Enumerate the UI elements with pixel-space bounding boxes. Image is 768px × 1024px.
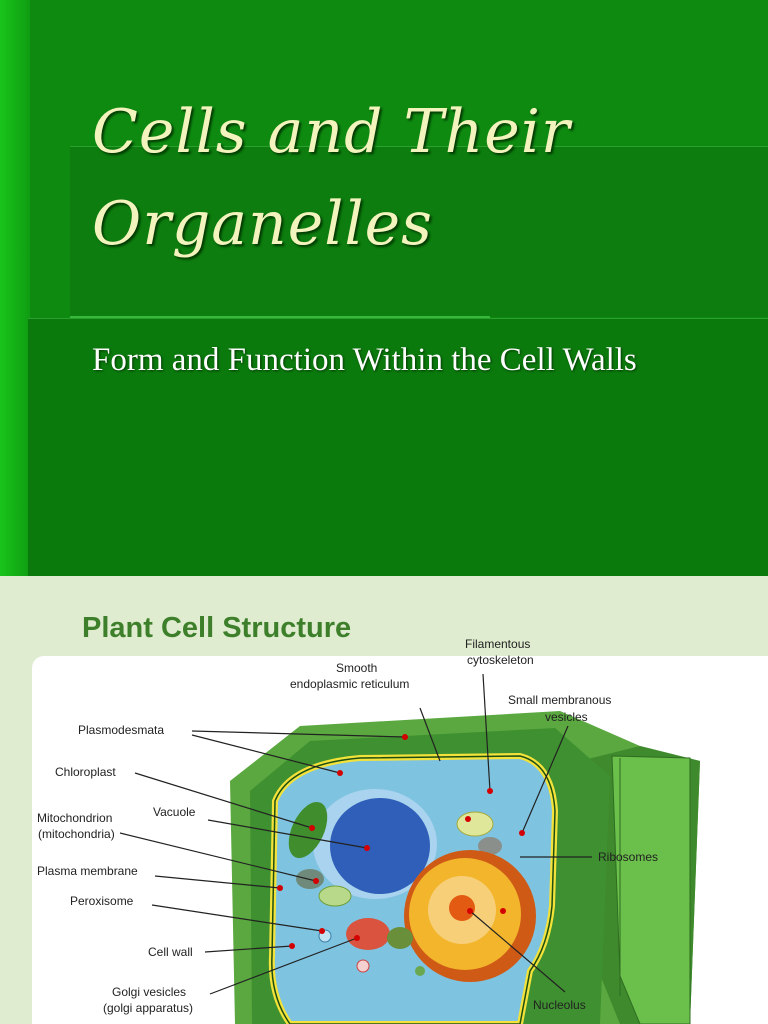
- mitochondrion-shape: [318, 885, 352, 907]
- subtitle-band: [28, 318, 768, 576]
- label-smooth: Smooth: [336, 661, 377, 675]
- diagram-heading: Plant Cell Structure: [82, 612, 352, 644]
- label-mitochondrion: Mitochondrion: [37, 811, 112, 825]
- left-accent-bar: [0, 0, 30, 576]
- label-filamentous: Filamentous: [465, 637, 530, 651]
- label-peroxisome: Peroxisome: [70, 894, 134, 908]
- label-cytoskeleton: cytoskeleton: [467, 653, 534, 667]
- chloroplast-shape: [288, 801, 328, 859]
- golgi-shape: [318, 918, 425, 976]
- label-ribosomes: Ribosomes: [598, 850, 658, 864]
- label-plasma-membrane: Plasma membrane: [37, 864, 138, 878]
- label-vesicles: vesicles: [545, 710, 588, 724]
- label-small-membranous: Small membranous: [508, 693, 611, 707]
- label-mitochondria: (mitochondria): [38, 827, 115, 841]
- plant-cell-diagram: Filamentous cytoskeleton Smooth endoplas…: [37, 637, 700, 1024]
- title-band: [70, 146, 768, 317]
- label-chloroplast: Chloroplast: [55, 765, 116, 779]
- label-endoplasmic-reticulum: endoplasmic reticulum: [290, 677, 409, 691]
- divider-line: [70, 316, 490, 318]
- leader-lines: [119, 673, 592, 995]
- label-plasmodesmata: Plasmodesmata: [78, 723, 164, 737]
- nucleus-shape: [404, 850, 536, 982]
- title-slide: Cells and Their Organelles Form and Func…: [0, 0, 768, 576]
- er-shape: [456, 811, 494, 837]
- label-cell-wall: Cell wall: [148, 945, 193, 959]
- red-markers: [277, 734, 525, 949]
- small-organelle: [478, 837, 502, 855]
- label-golgi-vesicles: Golgi vesicles: [112, 985, 186, 999]
- label-golgi-apparatus: (golgi apparatus): [103, 1001, 193, 1015]
- plant-cell-slide: Plant Cell Structure: [0, 576, 768, 1024]
- slide-subtitle: Form and Function Within the Cell Walls: [92, 342, 637, 378]
- slide-title: Cells and Their Organelles: [92, 97, 571, 259]
- vacuole-core: [330, 798, 430, 894]
- label-nucleolus: Nucleolus: [533, 998, 586, 1012]
- label-vacuole: Vacuole: [153, 805, 196, 819]
